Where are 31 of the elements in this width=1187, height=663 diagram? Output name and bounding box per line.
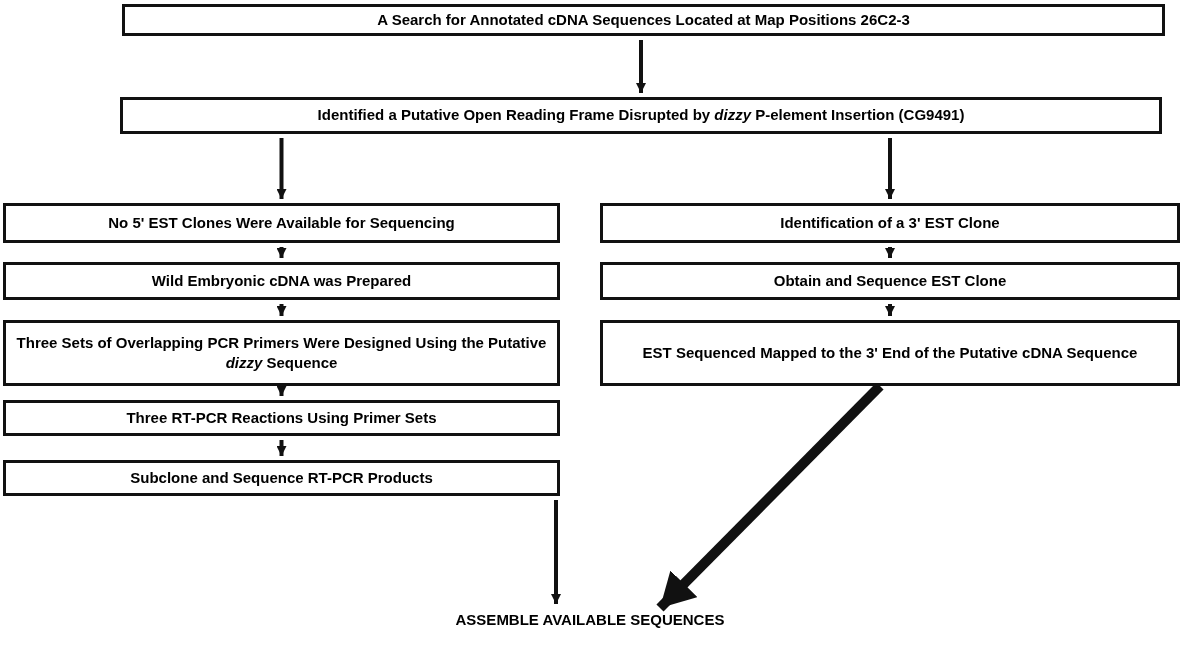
step-text: Subclone and Sequence RT-PCR Products	[129, 467, 434, 488]
step-text: Three Sets of Overlapping PCR Primers Were Designed Using the Putative dizzy Sequence	[15, 332, 548, 373]
arrow	[551, 500, 561, 604]
arrow	[636, 40, 646, 93]
arrow	[885, 138, 895, 199]
step-text: No 5' EST Clones Were Available for Sequencing	[107, 212, 456, 233]
process-box	[3, 203, 560, 243]
step-text: A Search for Annotated cDNA Sequences Located at Map Positions 26C2-3	[376, 9, 911, 30]
process-box	[3, 320, 560, 386]
process-box	[600, 203, 1180, 243]
step-text: Identified a Putative Open Reading Frame Disrupted by dizzy P-element Insertion (CG9491)	[316, 105, 966, 126]
arrow	[276, 304, 287, 316]
arrow	[885, 247, 895, 258]
arrow	[276, 386, 287, 396]
arrow	[885, 304, 895, 316]
arrow	[276, 138, 287, 199]
process-box	[3, 400, 560, 436]
result-text: ASSEMBLE AVAILABLE SEQUENCES	[400, 608, 780, 632]
step-text: Wild Embryonic cDNA was Prepared	[150, 270, 413, 291]
step-text: EST Sequenced Mapped to the 3' End of the Putative cDNA Sequence	[641, 342, 1139, 363]
process-box	[3, 262, 560, 300]
process-box	[600, 262, 1180, 300]
step-text: Identification of a 3' EST Clone	[779, 212, 1001, 233]
process-box	[120, 97, 1162, 134]
process-box	[600, 320, 1180, 386]
step-text: Obtain and Sequence EST Clone	[772, 270, 1008, 291]
arrow	[276, 247, 287, 258]
arrow	[276, 440, 287, 456]
process-box	[122, 4, 1165, 36]
process-box	[3, 460, 560, 496]
step-text: Three RT-PCR Reactions Using Primer Sets	[125, 407, 438, 428]
